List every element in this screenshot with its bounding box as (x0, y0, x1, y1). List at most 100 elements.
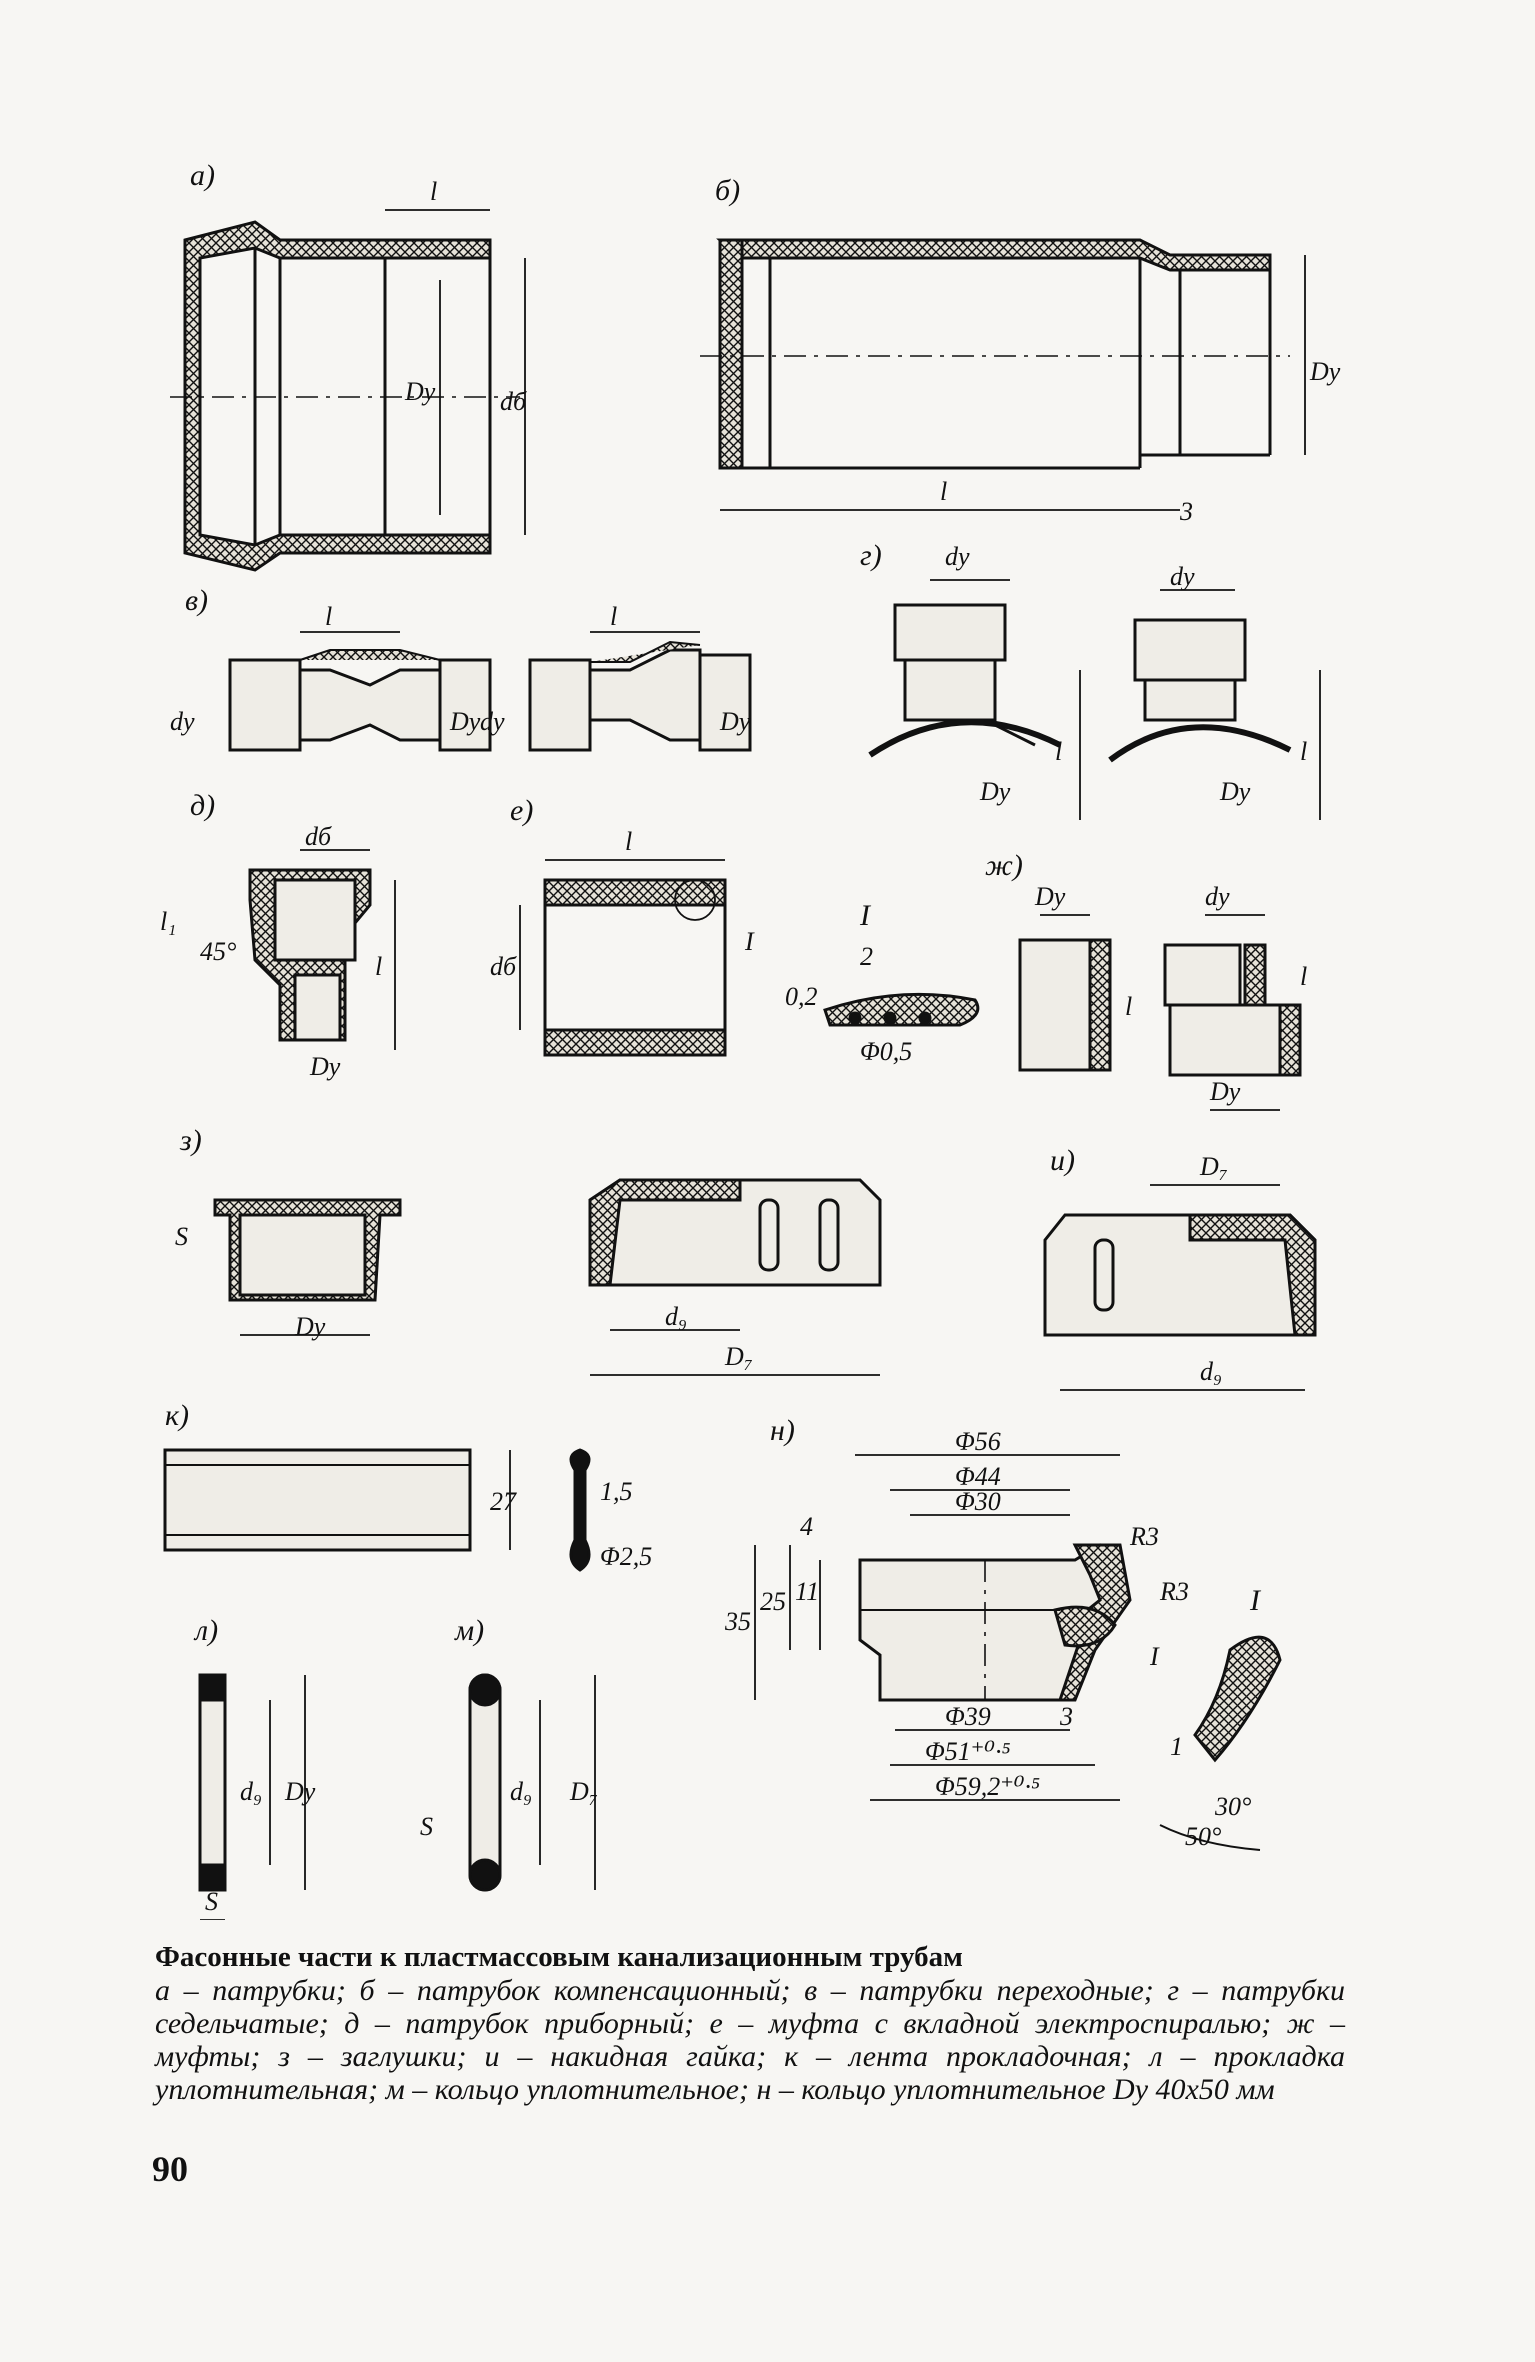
panel-e (519, 859, 727, 1057)
dim-label: 3 (1179, 497, 1193, 526)
dim-label: R3 (1129, 1522, 1159, 1551)
dim-label: Dу (1034, 882, 1066, 911)
dim-label: R3 (1159, 1577, 1189, 1606)
dim-label: dу (1205, 882, 1230, 911)
dimension-labels: l Dу dб Dу l 3 l l dу Dу dу Dу dу dу Dу … (160, 177, 1341, 1916)
dim-label: Φ59,2⁺⁰·⁵ (935, 1772, 1040, 1801)
dim-label: S (420, 1812, 433, 1841)
dim-label: d₉ (665, 1302, 687, 1331)
panel-i (1043, 1184, 1317, 1391)
tag-detail1: I (859, 899, 872, 932)
dim-label: l (1125, 992, 1132, 1021)
dim-label: 11 (795, 1577, 819, 1606)
dim-label: dу (170, 707, 195, 736)
tag-detail2: I (1249, 1584, 1262, 1617)
dim-label: Φ0,5 (860, 1037, 912, 1066)
tag-l: л) (193, 1614, 218, 1647)
panel-tags: а) б) в) г) д) е) I ж) з) и) к) н) л) м)… (165, 159, 1262, 1647)
dim-label: d₉ (1200, 1357, 1222, 1386)
dim-label: l (1300, 737, 1307, 766)
dim-label: Dу (719, 707, 751, 736)
tag-b: б) (715, 174, 740, 207)
dim-label: l (610, 602, 617, 631)
dim-label: Φ51⁺⁰·⁵ (925, 1737, 1010, 1766)
dim-label: Dу (449, 707, 481, 736)
panel-b (700, 238, 1306, 511)
dim-label: D₇ (724, 1342, 753, 1371)
tag-n: н) (770, 1414, 795, 1447)
dim-label: 45° (200, 937, 236, 966)
caption-text: а – патрубки; б – патрубок компенсационн… (155, 1974, 1345, 2106)
tag-v: в) (185, 584, 208, 617)
dim-label: D₇ (569, 1777, 598, 1806)
dim-label: Φ2,5 (600, 1542, 652, 1571)
dim-label: Dу (979, 777, 1011, 806)
dim-label: Φ44 (955, 1462, 1001, 1491)
dim-label: d₉ (240, 1777, 262, 1806)
panel-l (198, 1673, 306, 1920)
dim-label: dу (945, 542, 970, 571)
dim-label: l (430, 177, 437, 206)
dim-label: 2 (860, 942, 873, 971)
dim-label: dб (305, 822, 332, 851)
caption-title: Фасонные части к пластмассовым канализац… (155, 1941, 963, 1973)
page-number: 90 (152, 2149, 188, 2189)
panel-g (868, 579, 1321, 820)
dim-label: l (1055, 737, 1062, 766)
tag-d: д) (190, 789, 215, 822)
dim-label: Dу (1219, 777, 1251, 806)
panel-zh (1018, 914, 1302, 1111)
dim-label: I (1149, 1642, 1160, 1671)
dim-label: l₁ (160, 907, 176, 936)
dim-label: 25 (760, 1587, 786, 1616)
dim-label: S (205, 1887, 218, 1916)
dim-label: 4 (800, 1512, 813, 1541)
detail-i-spiral (823, 992, 980, 1027)
dim-label: Dу (1309, 357, 1341, 386)
dim-label: 1 (1170, 1732, 1183, 1761)
figure-caption: Фасонные части к пластмассовым канализац… (155, 1940, 1345, 2106)
dim-label: Dу (309, 1052, 341, 1081)
tag-m: м) (454, 1614, 484, 1647)
dim-label: I (744, 927, 755, 956)
tag-zh: ж) (985, 849, 1023, 882)
dim-label: l (940, 477, 947, 506)
dim-label: 27 (490, 1487, 517, 1516)
dim-label: 0,2 (785, 982, 818, 1011)
dim-label: Dу (284, 1777, 316, 1806)
tag-z: з) (179, 1124, 202, 1157)
tag-a: а) (190, 159, 215, 192)
panel-m (468, 1673, 596, 1892)
dim-label: l (625, 827, 632, 856)
tag-e: е) (510, 794, 533, 827)
dim-label: Φ30 (955, 1487, 1001, 1516)
dim-label: Φ56 (955, 1427, 1001, 1456)
dim-label: d₉ (510, 1777, 532, 1806)
dim-label: dу (1170, 562, 1195, 591)
dim-label: S (175, 1222, 188, 1251)
panel-z (213, 1178, 882, 1376)
dim-label: 50° (1185, 1822, 1221, 1851)
panel-a (170, 209, 526, 572)
tag-g: г) (860, 539, 882, 572)
tag-k: к) (165, 1399, 189, 1432)
dim-label: 30° (1214, 1792, 1251, 1821)
panel-k (163, 1448, 591, 1572)
dim-label: Φ39 (945, 1702, 991, 1731)
tag-i: и) (1050, 1144, 1075, 1177)
panel-d (248, 849, 396, 1050)
panel-n (754, 1454, 1282, 1851)
technical-drawing: а) б) в) г) д) е) I ж) з) и) к) н) л) м)… (160, 159, 1341, 1920)
dim-label: dб (500, 387, 527, 416)
dim-label: 1,5 (600, 1477, 633, 1506)
dim-label: l (325, 602, 332, 631)
dim-label: Dу (294, 1312, 326, 1341)
dim-label: Dу (404, 377, 436, 406)
dim-label: 35 (724, 1607, 751, 1636)
dim-label: Dу (1209, 1077, 1241, 1106)
dim-label: l (375, 952, 382, 981)
dim-label: l (1300, 962, 1307, 991)
panel-v (228, 631, 752, 752)
dim-label: D₇ (1199, 1152, 1228, 1181)
dim-label: dу (480, 707, 505, 736)
